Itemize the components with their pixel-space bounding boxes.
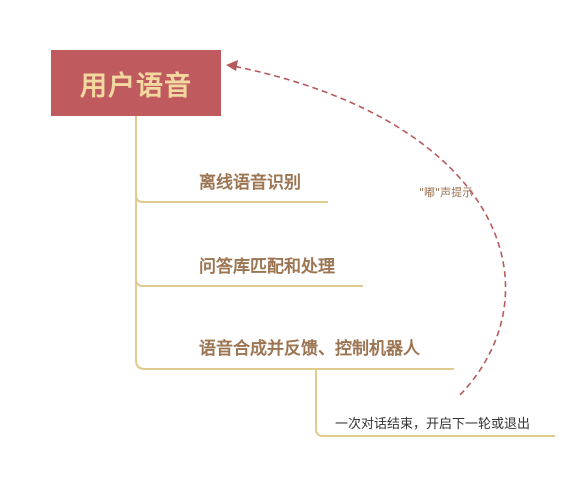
sub-branch-connector bbox=[315, 369, 555, 437]
step-node-1-label: 离线语音识别 bbox=[199, 173, 301, 193]
branch-connector-2 bbox=[135, 278, 363, 287]
root-node-label: 用户语音 bbox=[80, 70, 192, 102]
root-node: 用户语音 bbox=[51, 50, 221, 116]
feedback-edge-label: "嘟"声提示 bbox=[419, 186, 474, 199]
sub-node-label: 一次对话结束，开启下一轮或退出 bbox=[335, 417, 531, 432]
feedback-arrowhead bbox=[226, 60, 238, 71]
branch-connector-1 bbox=[135, 194, 328, 203]
step-node-2-label: 问答库匹配和处理 bbox=[199, 257, 335, 277]
step-node-3-label: 语音合成并反馈、控制机器人 bbox=[199, 339, 420, 359]
branch-connector-3 bbox=[135, 359, 454, 370]
feedback-arrow bbox=[232, 65, 507, 396]
